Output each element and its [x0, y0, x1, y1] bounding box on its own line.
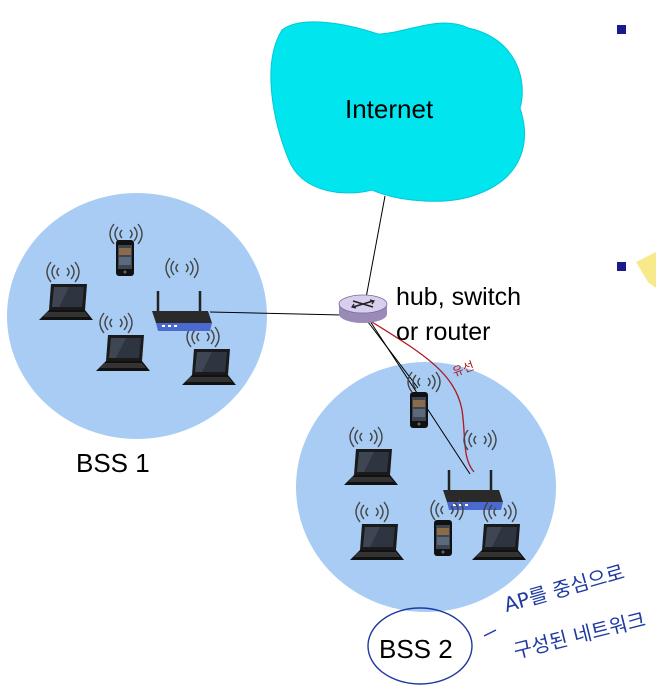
- internet-label: Internet: [345, 94, 434, 124]
- handwritten-dash: [483, 629, 497, 637]
- smartphone-icon: [434, 520, 452, 556]
- smartphone-icon: [410, 392, 428, 428]
- sticky-note-icon: [636, 252, 656, 288]
- link-router-ap1: [209, 311, 343, 316]
- link-router-internet: [365, 195, 386, 299]
- smartphone-icon: [116, 240, 134, 276]
- bss1-label: BSS 1: [76, 448, 150, 478]
- internet-cloud: [270, 21, 525, 202]
- wired-link-annotation: [371, 321, 475, 473]
- bss2-label: BSS 2: [379, 634, 453, 664]
- hub-switch-label: hub, switch: [396, 283, 522, 311]
- bullet-marker: [617, 25, 626, 34]
- bullet-marker: [617, 262, 626, 271]
- handwritten-circle-bss2: [367, 607, 473, 685]
- or-router-label: or router: [396, 318, 491, 346]
- router-icon: [338, 294, 388, 323]
